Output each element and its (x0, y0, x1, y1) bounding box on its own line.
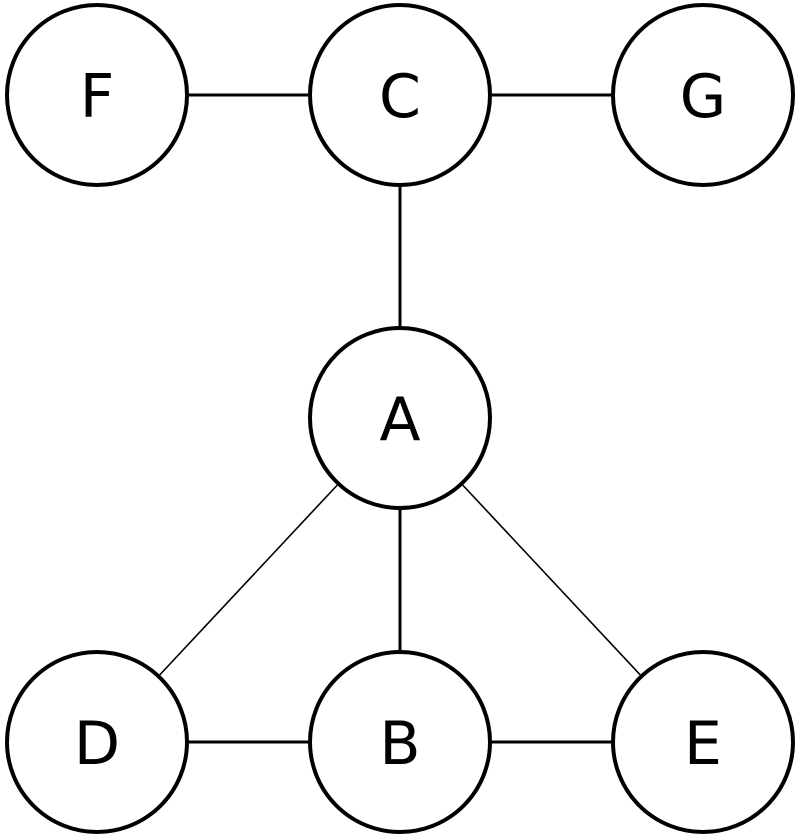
edges-layer (157, 93, 643, 744)
node-circle-f (5, 3, 189, 187)
node-circle-g (611, 3, 795, 187)
node-d: D (5, 650, 189, 834)
node-g: G (611, 3, 795, 187)
node-circle-e (611, 650, 795, 834)
node-label-b: B (379, 709, 420, 779)
node-label-a: A (379, 385, 420, 455)
node-circle-b (308, 650, 492, 834)
edge-a-e (460, 483, 643, 677)
node-a: A (308, 326, 492, 510)
node-label-c: C (379, 62, 421, 132)
node-circle-c (308, 3, 492, 187)
node-label-g: G (680, 62, 727, 132)
node-b: B (308, 650, 492, 834)
node-f: F (5, 3, 189, 187)
node-label-e: E (684, 709, 722, 779)
node-c: C (308, 3, 492, 187)
node-label-f: F (80, 62, 115, 132)
nodes-layer: F C G A D B E (5, 3, 795, 834)
node-circle-d (5, 650, 189, 834)
edge-a-d (157, 483, 340, 677)
node-e: E (611, 650, 795, 834)
node-label-d: D (74, 709, 120, 779)
node-circle-a (308, 326, 492, 510)
